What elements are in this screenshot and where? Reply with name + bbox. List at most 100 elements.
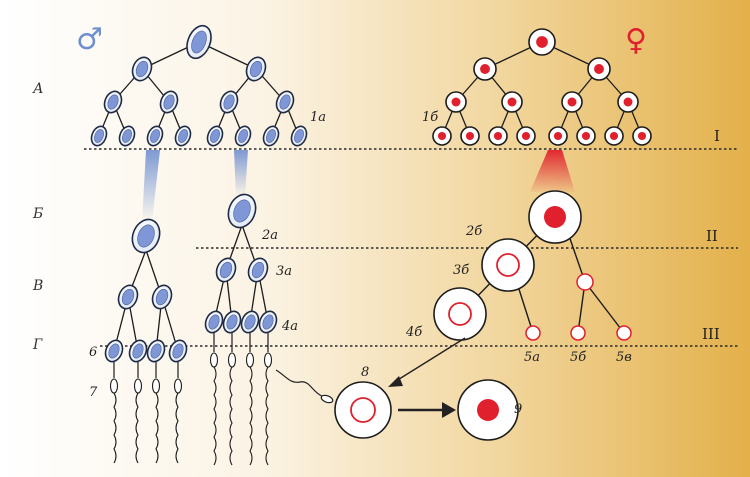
right-spermatid [204, 310, 224, 334]
oogonium-cell [548, 126, 568, 146]
oogonium-cell [501, 91, 523, 113]
spermatogonium-cell [146, 125, 164, 147]
connector-line [517, 285, 534, 334]
male-symbol-icon: ♂ [76, 22, 103, 57]
arrow-to-egg-head [388, 376, 403, 387]
label-4b: 4б [405, 325, 422, 340]
period-label-iii: III [702, 325, 720, 343]
right-spermatid [222, 310, 242, 334]
female-symbol-icon: ♀ [625, 23, 647, 58]
label-9: 9 [514, 402, 522, 417]
male-beam-right [234, 150, 248, 196]
oogonium-cell [576, 126, 596, 146]
oogonium-cell [561, 91, 583, 113]
label-1a: 1а [310, 110, 326, 125]
stage-label-v: В [32, 278, 43, 294]
right-secondary-spermatocyte [215, 257, 237, 283]
sperm-head [245, 352, 255, 368]
spermatogonium-cell [234, 125, 252, 147]
polar-body-5a [525, 325, 541, 341]
polar-body-5b [570, 325, 586, 341]
spermatogonium-cell [103, 90, 123, 114]
sperm-tail [113, 392, 117, 464]
oogonium-cell [528, 28, 556, 56]
spermatogonium-cell [131, 56, 153, 82]
connector-line [584, 281, 625, 334]
stage-label-b: Б [32, 206, 43, 222]
oogonium-cell [604, 126, 624, 146]
spermatogonium-cell [219, 90, 239, 114]
spermatogonium-cell [186, 24, 212, 60]
stage-label-a: А [32, 81, 44, 97]
sperm-tail [155, 392, 159, 464]
oogonium-cell [488, 126, 508, 146]
left-spermatid [168, 339, 188, 363]
sperm-head [263, 352, 273, 368]
left-secondary-spermatocyte [117, 284, 139, 310]
label-5v: 5в [616, 350, 632, 365]
right-spermatid [240, 310, 260, 334]
secondary-oocyte-3b [481, 238, 535, 292]
spermatogonium-cell [118, 125, 136, 147]
oocyte-4b [433, 287, 487, 341]
female-beam [530, 150, 575, 192]
label-8: 8 [361, 365, 369, 380]
left-primary-spermatocyte [131, 218, 161, 254]
sperm-head [173, 378, 183, 394]
period-label-ii: II [706, 227, 718, 245]
oogonium-cell [632, 126, 652, 146]
free-sperm-head [320, 394, 334, 404]
oogonium-cell [460, 126, 480, 146]
sperm-tail [135, 392, 139, 464]
primary-oocyte [528, 190, 582, 244]
male-beam-left [142, 150, 160, 222]
label-4a: 4а [281, 319, 298, 334]
arrow-to-egg [395, 337, 466, 382]
label-3a: 3а [276, 264, 292, 279]
period-label-i: I [714, 127, 720, 145]
left-secondary-spermatocyte [151, 284, 173, 310]
sperm-tail [175, 392, 179, 464]
sperm-tail [229, 366, 233, 466]
left-spermatid [146, 339, 166, 363]
sperm-tail [249, 366, 253, 466]
sperm-head [209, 352, 219, 368]
left-spermatid [104, 339, 124, 363]
right-spermatid [258, 310, 278, 334]
spermatogonium-cell [262, 125, 280, 147]
spermatogonium-cell [275, 90, 295, 114]
stage-label-g: Г [32, 337, 43, 353]
oogonium-cell [516, 126, 536, 146]
label-5b: 5б [570, 350, 586, 365]
polar-body-first [576, 273, 594, 291]
label-5a: 5а [524, 350, 540, 365]
left-spermatid [128, 339, 148, 363]
spermatogonium-cell [90, 125, 108, 147]
sperm-head [109, 378, 119, 394]
label-1b: 1б [422, 110, 438, 125]
spermatogonium-cell [159, 90, 179, 114]
oogonium-cell [587, 57, 611, 81]
spermatogonium-cell [206, 125, 224, 147]
label-3b: 3б [453, 263, 469, 278]
sperm-tail [213, 366, 217, 466]
right-secondary-spermatocyte [247, 257, 269, 283]
label-2b: 2б [465, 224, 482, 239]
oogonium-cell [432, 126, 452, 146]
label-7: 7 [89, 385, 98, 400]
sperm-head [227, 352, 237, 368]
oogonium-cell [473, 57, 497, 81]
zygote-9 [457, 379, 519, 441]
cells [90, 24, 652, 441]
right-primary-spermatocyte [227, 193, 257, 229]
sperm-head [133, 378, 143, 394]
spermatogonium-cell [245, 56, 267, 82]
sperm-tails [109, 333, 273, 466]
spermatogonium-cell [290, 125, 308, 147]
egg-cell-8 [334, 381, 392, 439]
label-6: 6 [89, 345, 97, 360]
sperm-tail [265, 366, 269, 466]
spermatogonium-cell [174, 125, 192, 147]
